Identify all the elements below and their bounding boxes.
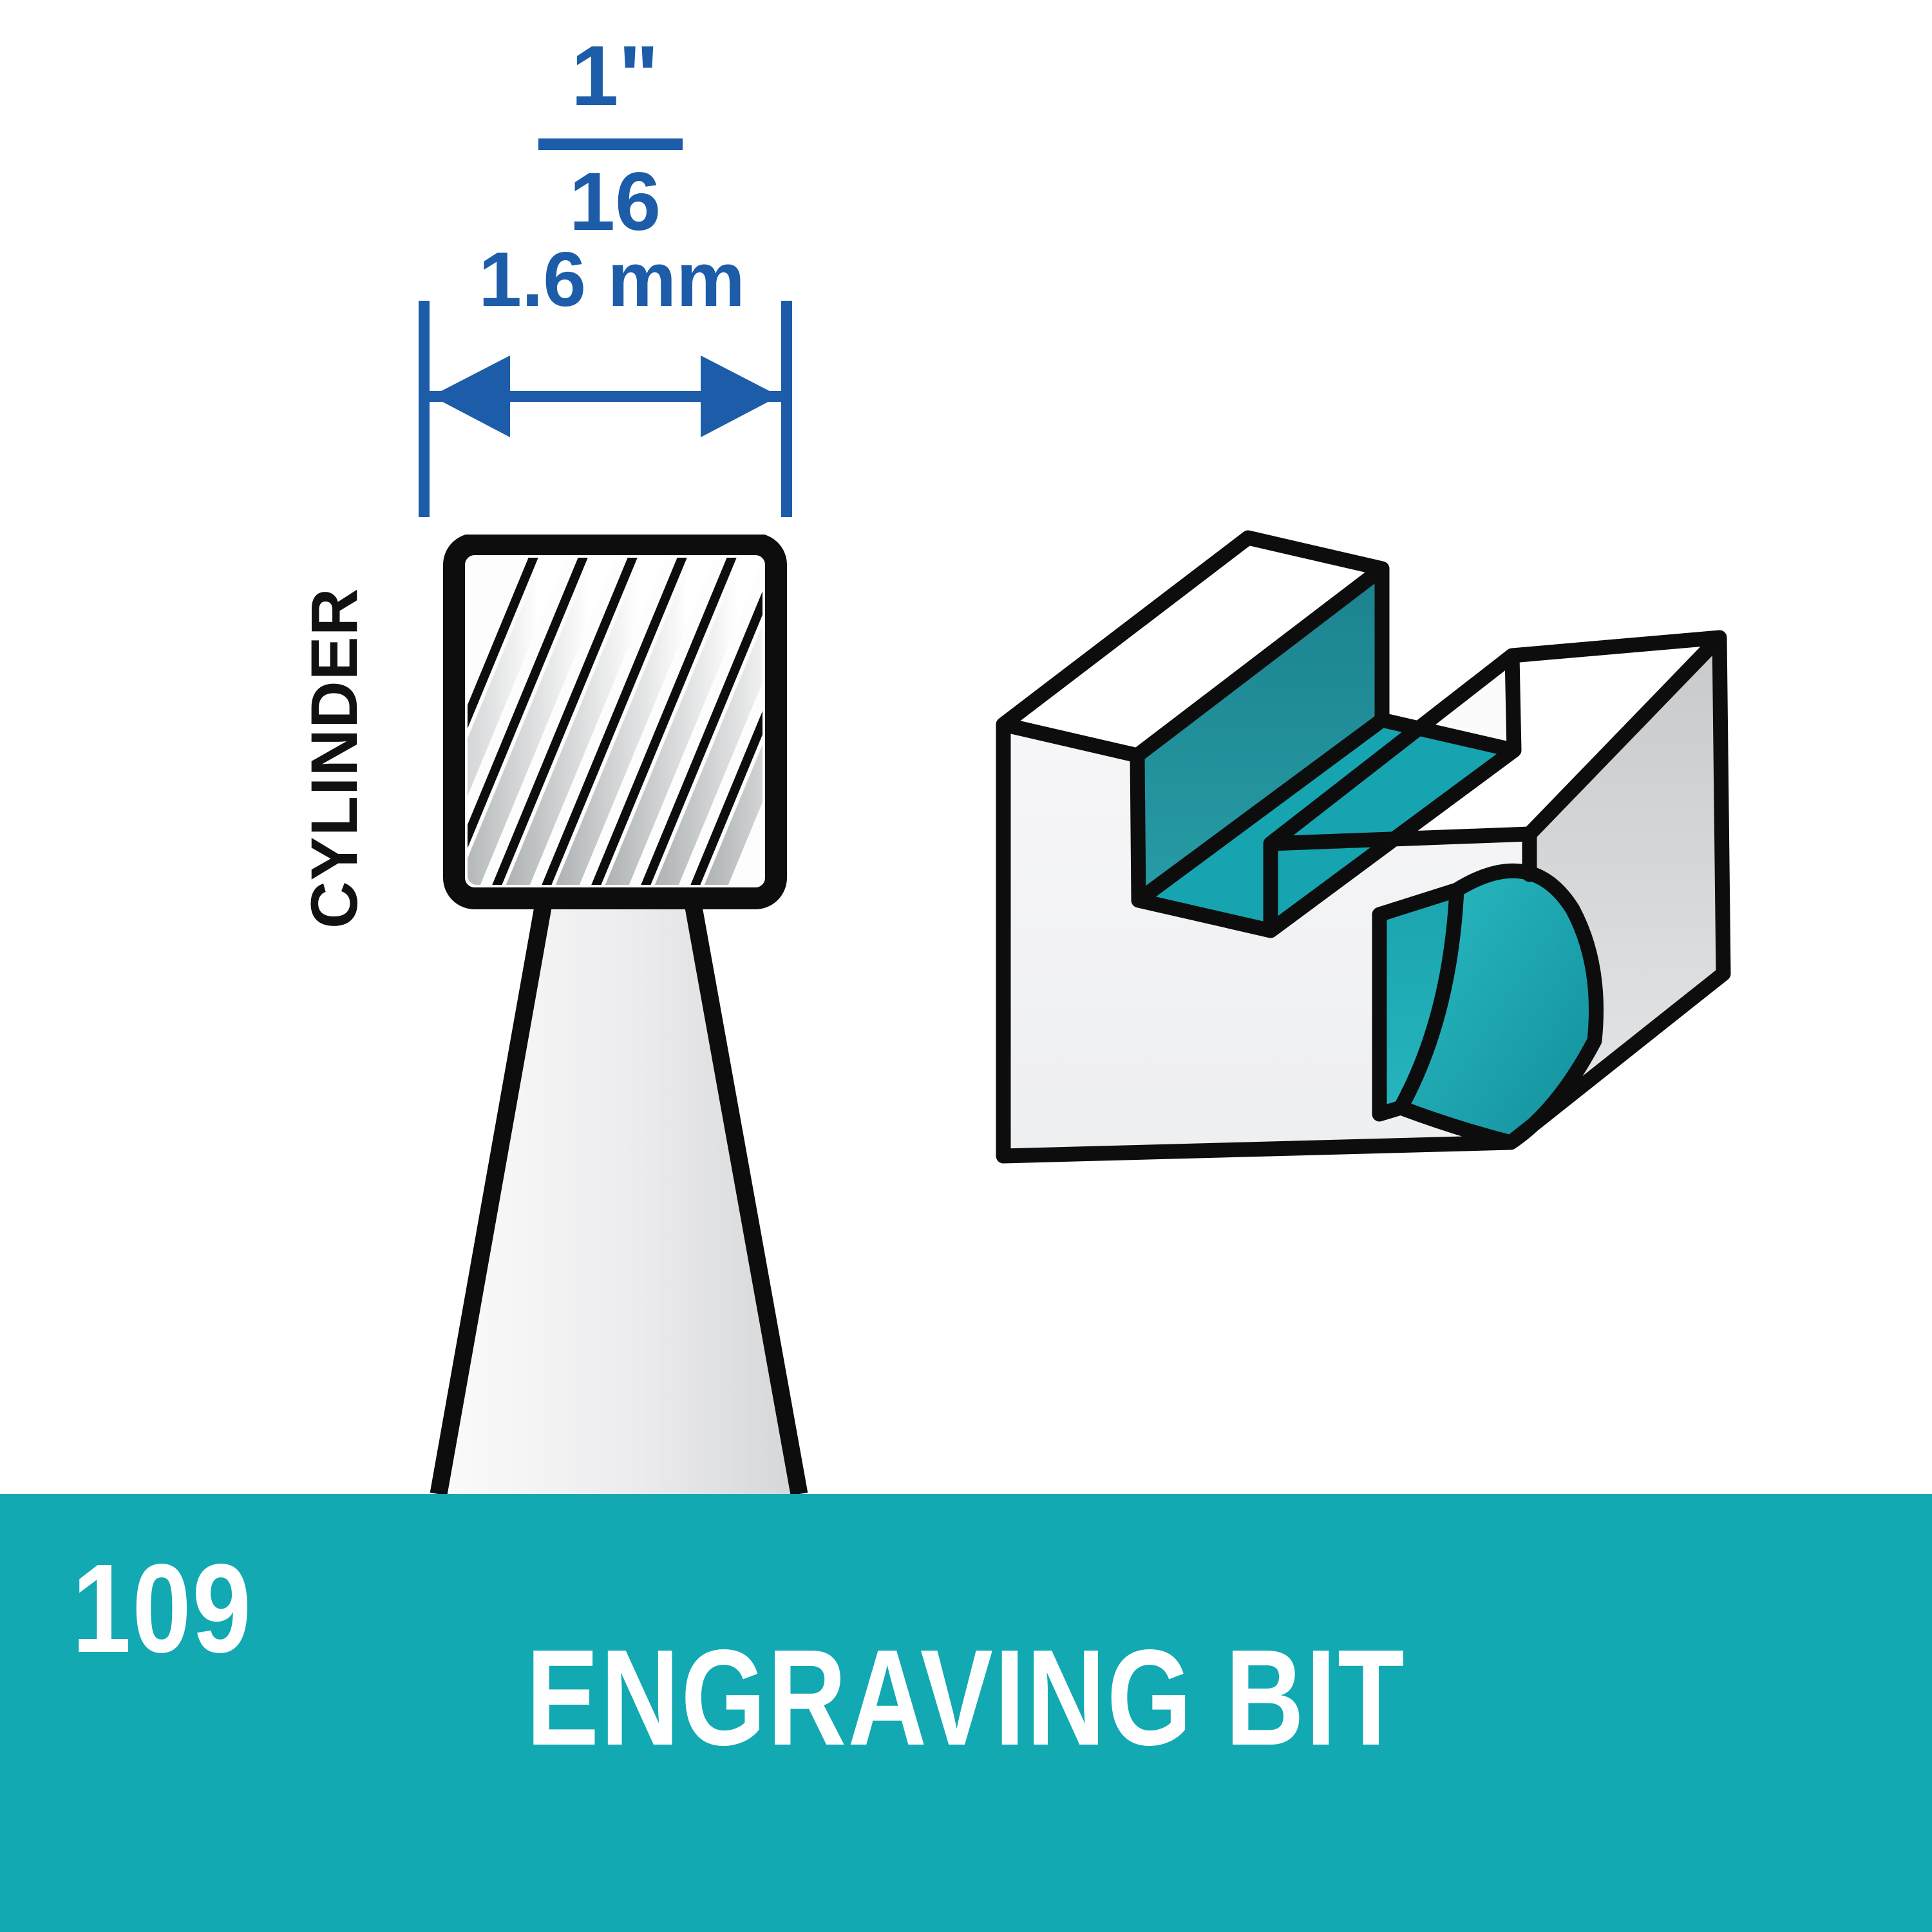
- flute-stripes: [468, 558, 762, 885]
- model-number: 109: [72, 1538, 252, 1679]
- groove-left-wall-cut: [1137, 569, 1382, 900]
- dimension-denominator: 16: [569, 156, 661, 248]
- arrow-head-left: [431, 355, 510, 437]
- bit-shank: [430, 895, 808, 1494]
- channel-curved-surface-cut: [1401, 871, 1596, 1142]
- groove-floor-cut: [1139, 720, 1514, 931]
- bit-illustration: [430, 535, 808, 1494]
- channel-cross-section-cut: [1379, 890, 1457, 1114]
- width-dimension-arrow-icon: [419, 301, 792, 517]
- block-outlines: [996, 530, 1731, 1164]
- arrow-shaft: [430, 391, 781, 402]
- bit-shape-label: CYLINDER: [298, 587, 371, 929]
- block-ridge-top-face: [1003, 538, 1382, 755]
- footer-band: 109 ENGRAVING BIT: [0, 1494, 1932, 1932]
- engraved-sample-block: [996, 530, 1731, 1164]
- arrow-end-bar-left: [419, 301, 430, 517]
- dimension-numerator: 1": [571, 28, 659, 123]
- product-name: ENGRAVING BIT: [526, 1621, 1406, 1774]
- arrow-head-right: [701, 355, 779, 437]
- bit-head-cylinder: [443, 535, 787, 909]
- dimension-metric: 1.6 mm: [478, 236, 745, 323]
- arrow-end-bar-right: [781, 301, 792, 517]
- fraction-bar: [538, 138, 683, 150]
